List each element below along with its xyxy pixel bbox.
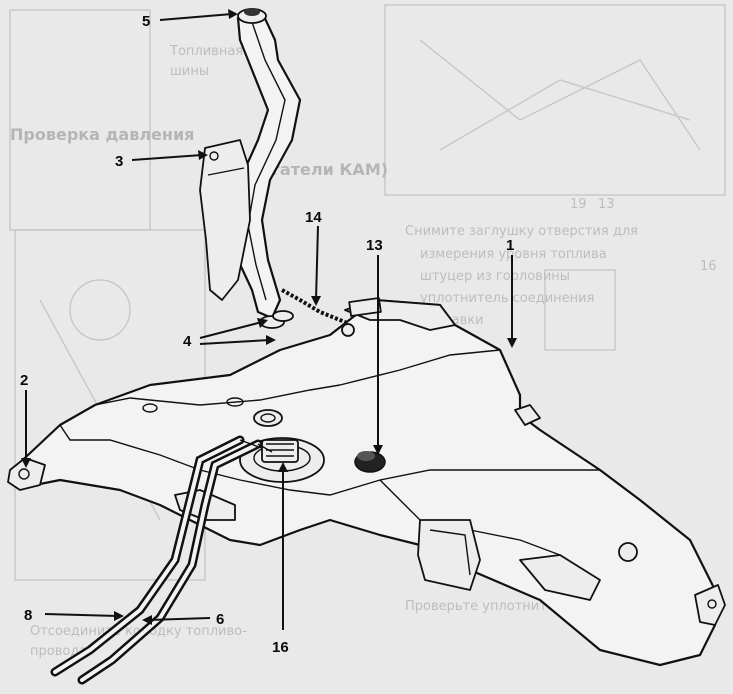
callout-13: 13: [366, 237, 383, 254]
leader-lines: [21, 9, 517, 630]
callout-2: 2: [20, 372, 28, 389]
bg-text-line: уплотнитель соединения: [420, 291, 594, 306]
bg-text-line: Проверьте уплотнитель: [405, 599, 571, 614]
bg-text-line: штуцер из горловины: [420, 269, 570, 284]
bg-small-label: 16: [700, 259, 717, 274]
callout-6: 6: [216, 611, 224, 628]
bg-text-line: Топливная: [169, 44, 243, 59]
fuel-lines: [50, 435, 273, 685]
callout-labels: 5 3 14 4 13 1 2 16 8 6: [20, 13, 514, 656]
callout-3: 3: [115, 153, 123, 170]
callout-5: 5: [142, 13, 150, 30]
bg-heading: Проверка давления: [10, 125, 194, 144]
callout-4: 4: [183, 333, 192, 350]
fuel-tank: [7, 297, 726, 667]
bg-text-line: Снимите заглушку отверстия для: [405, 224, 638, 239]
callout-14: 14: [305, 209, 322, 226]
bg-small-label: 19: [570, 197, 587, 212]
bg-text-line: шины: [170, 64, 209, 79]
callout-1: 1: [506, 237, 514, 254]
bg-text-line: провода: [30, 644, 87, 659]
filler-neck: [199, 8, 355, 337]
callout-8: 8: [24, 607, 32, 624]
callout-16: 16: [272, 639, 289, 656]
bg-text-line: измерения уровня топлива: [420, 247, 607, 262]
bg-small-label: 13: [598, 197, 615, 212]
